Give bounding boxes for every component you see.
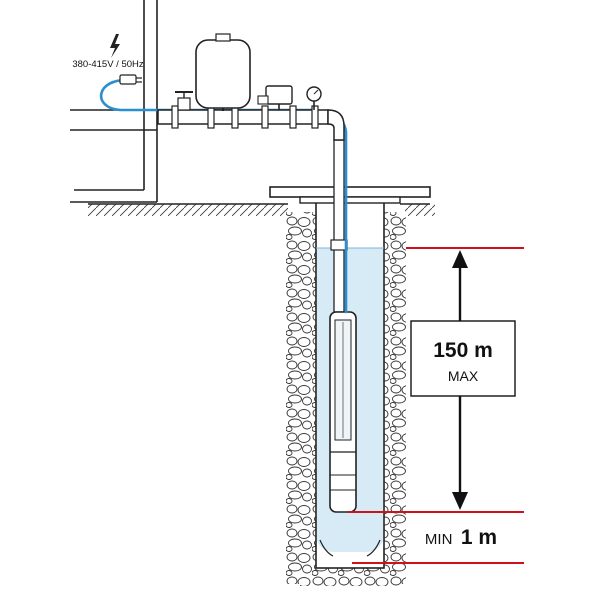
voltage-label: 380-415V / 50Hz (72, 59, 144, 70)
min-submersion-label: MIN 1 m (425, 526, 497, 549)
pump-icon (329, 311, 357, 513)
plug-icon (119, 74, 142, 85)
max-depth-value: 150 m (433, 339, 493, 362)
building-wall (60, 0, 158, 203)
ground-surface (88, 203, 435, 216)
min-value: 1 m (461, 526, 497, 549)
pressure-tank-icon (195, 33, 251, 111)
pressure-switch-icon (257, 85, 293, 110)
gravel-pack (286, 212, 406, 586)
discharge-pipe (157, 105, 345, 141)
drop-pipe (330, 139, 348, 313)
max-depth-word: MAX (448, 368, 479, 384)
lightning-icon (110, 34, 120, 58)
level-lines (348, 247, 524, 564)
well-cover (269, 186, 431, 204)
min-word: MIN (425, 531, 453, 548)
valve-icon (175, 91, 193, 111)
max-depth-box: 150 m MAX (410, 320, 516, 397)
pressure-gauge-icon (306, 86, 322, 110)
